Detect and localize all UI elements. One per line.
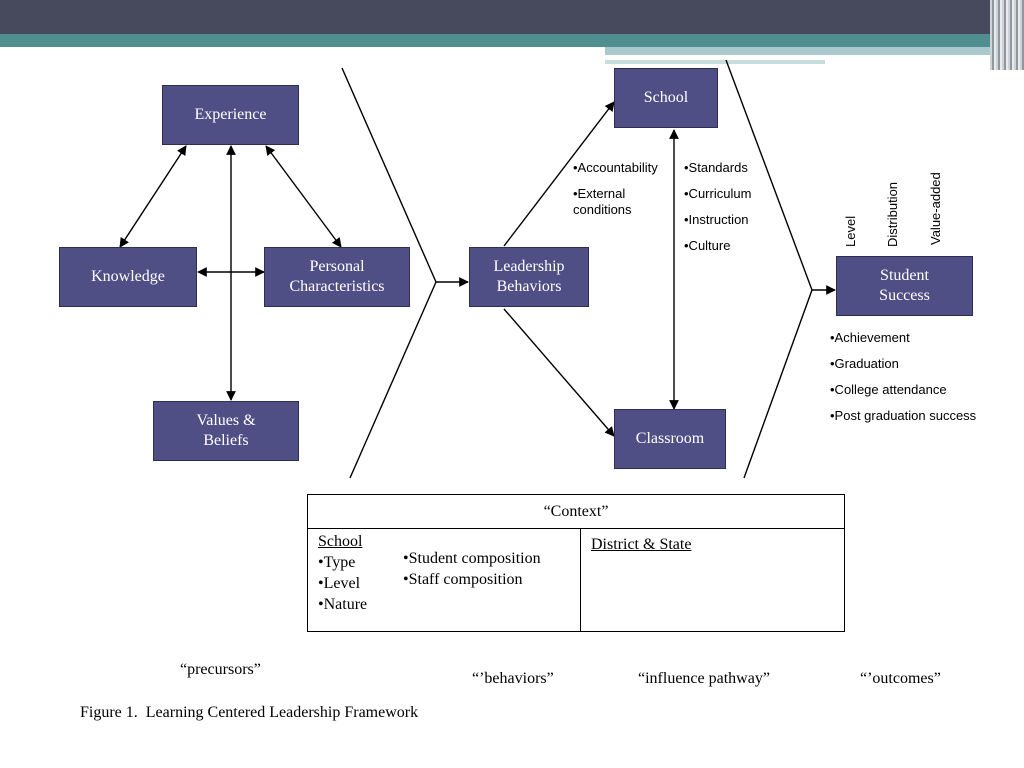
node-student-line2: Success [879,287,930,304]
context-table [307,494,845,632]
context-school-nature: •Nature [318,596,368,613]
dimension-value-added: Value-added [928,172,943,245]
node-leadership-line1: Leadership [493,258,565,275]
bracket-right-upper [725,59,813,291]
node-values-beliefs: Values & Beliefs [153,401,299,461]
node-personal-characteristics: Personal Characteristics [264,247,410,307]
node-student-line1: Student [880,267,929,284]
header-band [0,0,1024,34]
context-school-type: •Type [318,554,356,571]
bullet-achievement: •Achievement [830,330,910,345]
label-precursors: “precursors” [180,661,261,678]
node-personal-line1: Personal [309,258,365,275]
context-staff-composition: •Staff composition [403,571,523,588]
dimension-level: Level [843,215,858,247]
label-behaviors: “’behaviors” [472,670,554,687]
bullet-accountability: •Accountability [573,160,658,175]
header-light-stripe-2 [605,60,825,64]
node-experience-label: Experience [194,106,267,123]
node-experience: Experience [162,85,299,145]
context-school-heading: School [318,533,363,550]
context-title: “Context” [543,503,609,520]
header-thin-line [615,56,948,58]
bullet-curriculum: •Curriculum [684,186,752,201]
node-classroom: Classroom [614,409,726,469]
arrow-experience-knowledge [119,145,187,248]
bullet-graduation: •Graduation [830,356,899,371]
node-classroom-label: Classroom [635,430,705,447]
node-leadership-behaviors: Leadership Behaviors [469,247,589,307]
context-school-level: •Level [318,575,361,592]
bullet-culture: •Culture [684,238,731,253]
school-classroom-bullets: •Standards •Curriculum •Instruction •Cul… [684,160,784,264]
bullet-standards: •Standards [684,160,748,175]
node-values-line1: Values & [196,412,256,429]
bracket-left-upper [341,67,437,283]
bullet-post-graduation: •Post graduation success [830,408,977,423]
context-divider-vertical [580,528,581,632]
node-school: School [614,68,718,128]
node-student-success: Student Success [836,256,973,316]
success-bullets: •Achievement •Graduation •College attend… [830,330,1010,434]
arrow-leadership-classroom [503,308,615,437]
arrow-leadership-school [503,101,615,247]
context-student-composition: •Student composition [403,550,541,567]
leadership-school-bullets: •Accountability •External conditions [573,160,673,228]
node-leadership-line2: Behaviors [496,278,562,295]
figure-caption: Figure 1. Learning Centered Leadership F… [80,704,419,721]
arrow-experience-personal [265,145,342,248]
bracket-right-lower [743,289,813,479]
node-school-label: School [643,89,689,106]
context-composition-column: •Student composition •Staff composition [403,548,541,590]
node-knowledge-label: Knowledge [91,268,165,285]
context-school-column: School •Type •Level •Nature [318,531,367,615]
dimension-distribution: Distribution [885,181,900,247]
bullet-instruction: •Instruction [684,212,749,227]
bracket-left-lower [349,281,437,479]
node-values-line2: Beliefs [203,432,249,449]
label-outcomes: “’outcomes” [860,670,941,687]
header-teal-stripe [0,34,1024,47]
node-knowledge: Knowledge [59,247,197,307]
header-right-block [990,0,1024,70]
bullet-college-attendance: •College attendance [830,382,947,397]
context-district-state: District & State [591,536,692,553]
header-light-stripe [605,47,1024,55]
node-personal-line2: Characteristics [289,278,385,295]
context-divider-horizontal [307,528,845,529]
bullet-external-conditions: •External conditions [573,186,632,217]
label-influence-pathway: “influence pathway” [638,670,770,687]
